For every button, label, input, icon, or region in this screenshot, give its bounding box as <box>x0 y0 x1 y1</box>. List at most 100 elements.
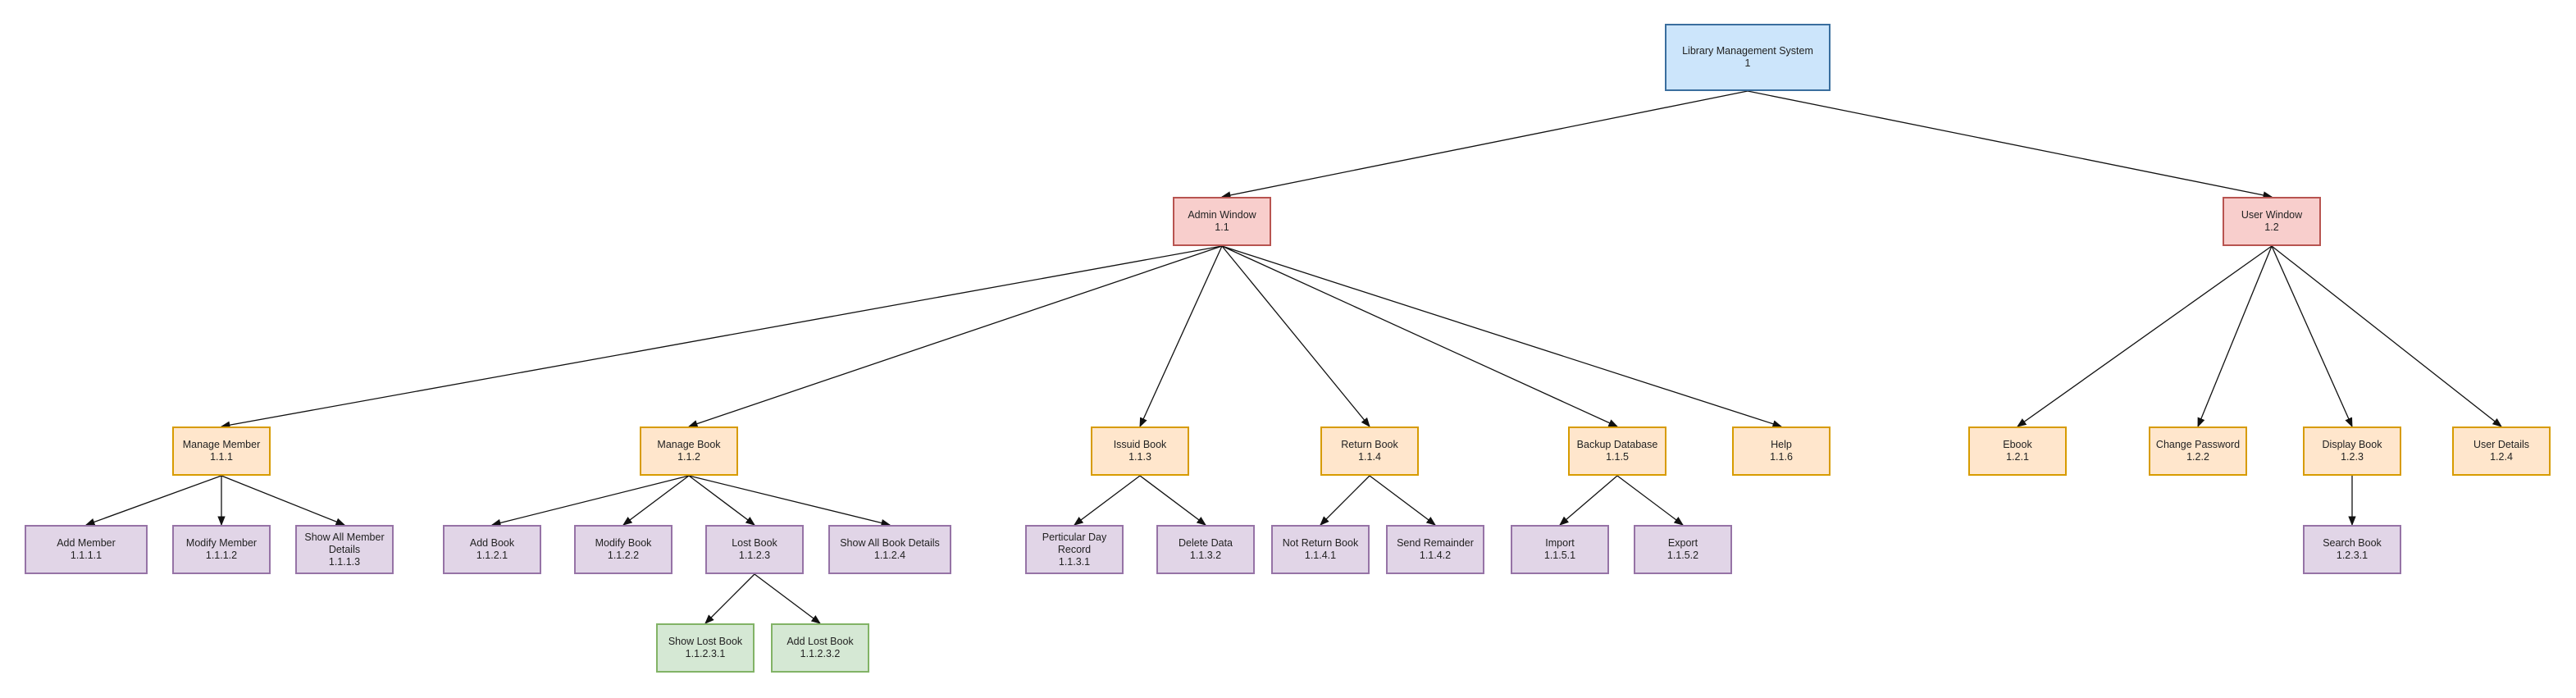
connector-n1_1_1-n1_1_1_3 <box>221 475 346 526</box>
node-code: 1.1.1.3 <box>328 555 361 568</box>
node-label: Show All Member Details <box>304 531 385 555</box>
connector-n1_1_2-n1_1_2_3 <box>688 475 755 526</box>
node-code: 1.1.4 <box>1358 451 1381 463</box>
node-label: Export <box>1667 537 1698 549</box>
node-code: 1.1.2.3.2 <box>800 648 841 659</box>
node-code: 1.1.1.2 <box>205 550 238 561</box>
node-label: Manage Member <box>182 439 261 450</box>
connector-n1_1_3-n1_1_3_1 <box>1074 475 1141 526</box>
connector-n1_1_5-n1_1_5_1 <box>1559 475 1618 526</box>
connector-n1_1_2-n1_1_2_2 <box>622 475 690 526</box>
node-code: 1.2 <box>2264 221 2279 233</box>
node-label: Library Management System <box>1682 45 1813 57</box>
connector-n1_1_4-n1_1_4_1 <box>1320 475 1370 526</box>
connector-n1_1_5-n1_1_5_2 <box>1616 475 1684 526</box>
connector-n1_1-n1_1_2 <box>687 245 1223 428</box>
node-label: Ebook <box>2003 439 2032 450</box>
node-label: Modify Book <box>595 537 652 549</box>
node-label: Help <box>1771 439 1792 450</box>
node-code: 1.1.1.1 <box>70 550 103 561</box>
node-code: 1.1.4.1 <box>1304 550 1337 561</box>
node-code: 1.2.3 <box>2341 451 2364 463</box>
connector-n1_1_2-n1_1_2_4 <box>688 475 891 527</box>
node-label: Show All Book Details <box>840 537 940 549</box>
connector-n1_1_2-n1_1_2_1 <box>490 475 690 527</box>
connector-n1_2-n1_2_1 <box>2017 245 2273 427</box>
connector-n1_1_4-n1_1_4_2 <box>1369 475 1436 526</box>
node-label: Lost Book <box>732 537 777 549</box>
node-code: 1.1.1 <box>210 451 233 463</box>
node-label: Backup Database <box>1576 439 1658 450</box>
connector-n1-n1_1 <box>1220 90 1748 199</box>
node-code: 1.1.2.1 <box>476 550 508 561</box>
connector-n1_1-n1_1_5 <box>1221 245 1619 427</box>
node-label: Change Password <box>2155 439 2241 450</box>
node-code: 1.2.3.1 <box>2336 550 2369 561</box>
node-code: 1.1.5.2 <box>1666 550 1699 561</box>
node-label: User Window <box>2241 209 2303 221</box>
node-label: Search Book <box>2323 537 2382 549</box>
node-label: Perticular Day Record <box>1042 531 1107 555</box>
node-label: Add Member <box>57 537 116 549</box>
node-code: 1.1.6 <box>1770 451 1793 463</box>
node-code: 1.1.3.1 <box>1058 555 1091 568</box>
connector-n1_1_2_3-n1_1_2_3_1 <box>704 573 755 624</box>
connector-n1_1-n1_1_4 <box>1221 245 1370 427</box>
node-label: User Details <box>2473 439 2530 450</box>
node-label: Add Book <box>469 537 515 549</box>
connector-n1_2-n1_2_3 <box>2271 245 2353 428</box>
node-code: 1.2.4 <box>2490 451 2513 463</box>
node-label: Send Remainder <box>1397 537 1474 549</box>
node-code: 1.1.5 <box>1606 451 1629 463</box>
connector-n1_1_3-n1_1_3_2 <box>1139 475 1206 526</box>
node-code: 1.1.5.1 <box>1543 550 1576 561</box>
node-code: 1.1.2.3 <box>738 550 771 561</box>
node-label: Add Lost Book <box>786 636 854 647</box>
node-label: Display Book <box>2322 439 2382 450</box>
node-label: Issuid Book <box>1113 439 1167 450</box>
connector-n1_1_1-n1_1_1_1 <box>84 475 222 526</box>
node-code: 1.1.2.3.1 <box>685 648 726 659</box>
connector-n1_1-n1_1_6 <box>1221 245 1783 428</box>
connector-n1_1_2_3-n1_1_2_3_2 <box>754 573 821 624</box>
node-label: Not Return Book <box>1282 537 1359 549</box>
node-code: 1.1.3 <box>1128 451 1151 463</box>
node-code: 1 <box>1744 57 1751 69</box>
node-label: Delete Data <box>1178 537 1233 549</box>
node-code: 1.1.4.2 <box>1419 550 1452 561</box>
connector-n1_2-n1_2_4 <box>2271 245 2502 427</box>
node-label: Import <box>1545 537 1575 549</box>
node-code: 1.2.2 <box>2186 451 2209 463</box>
node-code: 1.1.2.2 <box>607 550 640 561</box>
node-label: Return Book <box>1341 439 1398 450</box>
